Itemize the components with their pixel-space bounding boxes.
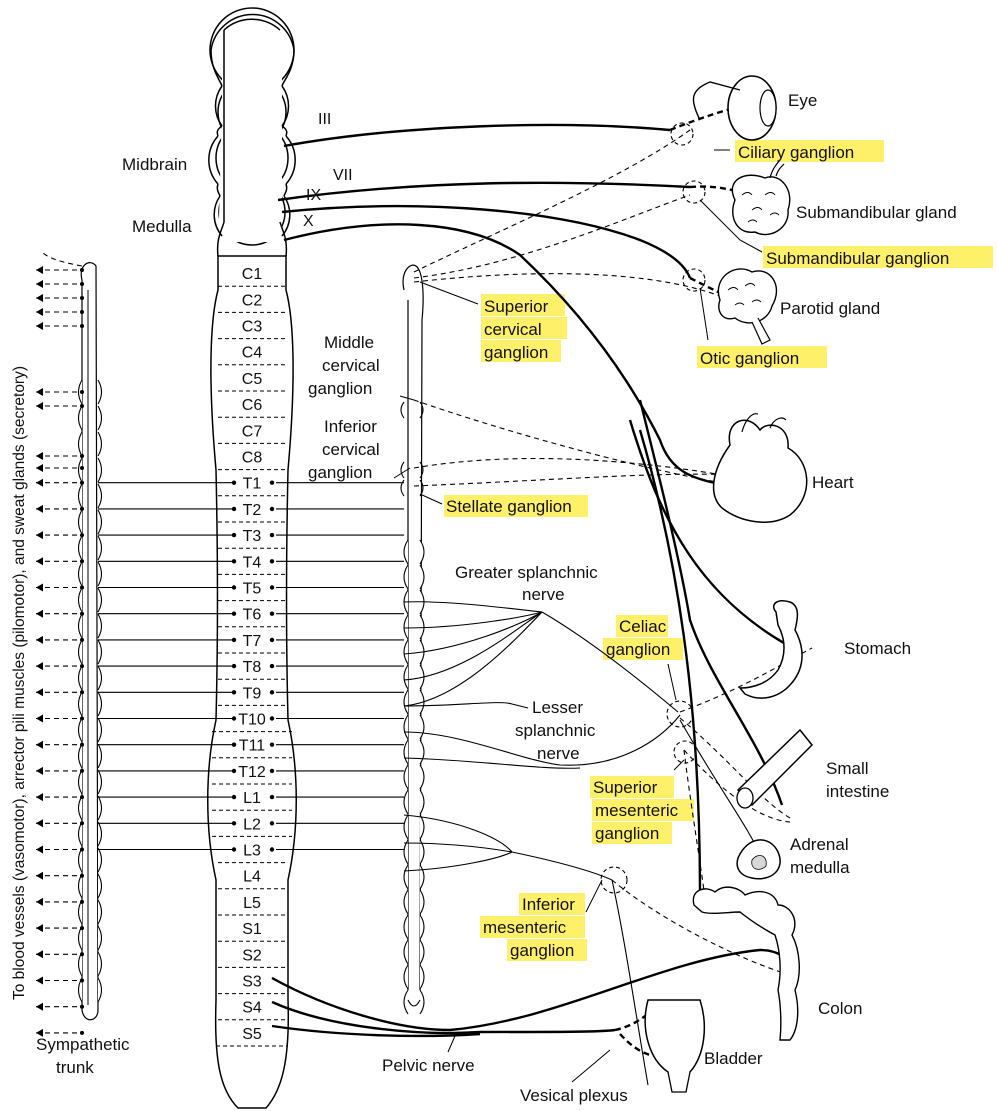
submandibular-gland-organ — [732, 160, 789, 235]
segment-label-t8: T8 — [243, 659, 262, 676]
label-stellate-ganglion: Stellate ganglion — [446, 497, 572, 516]
segment-label-l1: L1 — [243, 790, 261, 807]
label-superior-mesenteric-3: ganglion — [595, 824, 659, 843]
adrenal-medulla-organ — [737, 840, 780, 879]
small-intestine-organ — [737, 730, 812, 808]
label-superior-mesenteric-2: mesenteric — [595, 801, 679, 820]
segment-label-s3: S3 — [242, 974, 262, 991]
label-nerve-ix: IX — [306, 187, 321, 204]
segment-label-s2: S2 — [242, 947, 262, 964]
label-superior-mesenteric-1: Superior — [593, 778, 658, 797]
label-vesical-plexus: Vesical plexus — [520, 1086, 628, 1105]
label-lesser-splanchnic-2: splanchnic — [515, 721, 596, 740]
label-adrenal-2: medulla — [790, 858, 850, 877]
label-sympathetic-trunk-1: Sympathetic — [36, 1035, 130, 1054]
segment-label-c7: C7 — [242, 423, 263, 440]
segment-label-t4: T4 — [243, 554, 262, 571]
colon-organ — [693, 887, 799, 1040]
label-superior-cervical-3: ganglion — [484, 343, 548, 362]
label-lesser-splanchnic-3: nerve — [537, 744, 580, 763]
segment-label-c8: C8 — [242, 450, 263, 467]
label-parotid-gland: Parotid gland — [780, 299, 880, 318]
leader-lines — [394, 150, 762, 912]
sympathetic-chain-right — [401, 265, 424, 1014]
segment-label-s1: S1 — [242, 921, 262, 938]
label-inferior-mesenteric-3: ganglion — [510, 941, 574, 960]
segment-label-t3: T3 — [243, 528, 262, 545]
labels: Midbrain Medulla III VII IX X Eye Ciliar… — [11, 91, 957, 1105]
segment-label-c6: C6 — [242, 397, 263, 414]
segment-label-s4: S4 — [242, 1000, 262, 1017]
segment-label-t6: T6 — [243, 607, 262, 624]
label-eye: Eye — [788, 91, 817, 110]
label-side-caption: To blood vessels (vasomotor), arrector p… — [11, 366, 28, 1000]
segment-label-t2: T2 — [243, 502, 262, 519]
segment-label-l2: L2 — [243, 816, 261, 833]
segment-label-t5: T5 — [243, 581, 262, 598]
label-inferior-cervical-1: Inferior — [324, 417, 377, 436]
heart-organ — [714, 414, 807, 523]
label-sympathetic-trunk-2: trunk — [56, 1058, 94, 1077]
label-small-intestine-2: intestine — [826, 782, 889, 801]
label-inferior-cervical-2: cervical — [322, 440, 380, 459]
label-adrenal-1: Adrenal — [790, 835, 849, 854]
stomach-organ — [740, 601, 802, 698]
segment-label-t12: T12 — [238, 764, 266, 781]
label-greater-splanchnic-1: Greater splanchnic — [455, 563, 598, 582]
segment-label-c2: C2 — [242, 292, 263, 309]
label-middle-cervical-1: Middle — [324, 333, 374, 352]
label-inferior-cervical-3: ganglion — [308, 463, 372, 482]
submandibular-ganglion-marker — [683, 181, 705, 203]
bladder-organ — [645, 1000, 704, 1092]
celiac-ganglion-marker — [667, 701, 693, 727]
label-superior-cervical-2: cervical — [484, 320, 542, 339]
label-lesser-splanchnic-1: Lesser — [532, 698, 583, 717]
label-medulla: Medulla — [132, 217, 192, 236]
eye-organ — [693, 76, 776, 140]
label-otic-ganglion: Otic ganglion — [700, 349, 799, 368]
segment-label-s5: S5 — [242, 1026, 262, 1043]
segment-label-t10: T10 — [238, 712, 266, 729]
label-greater-splanchnic-2: nerve — [522, 585, 565, 604]
label-superior-cervical-1: Superior — [484, 297, 549, 316]
label-middle-cervical-3: ganglion — [308, 379, 372, 398]
segment-label-l3: L3 — [243, 843, 261, 860]
segment-label-t1: T1 — [243, 476, 262, 493]
label-colon: Colon — [818, 999, 862, 1018]
label-middle-cervical-2: cervical — [322, 356, 380, 375]
label-nerve-vii: VII — [333, 167, 353, 184]
label-stomach: Stomach — [844, 639, 911, 658]
trunk-connections — [36, 252, 236, 1037]
segment-label-c1: C1 — [242, 266, 263, 283]
segment-label-c5: C5 — [242, 371, 263, 388]
label-midbrain: Midbrain — [122, 155, 187, 174]
label-nerve-x: X — [303, 213, 314, 230]
label-inferior-mesenteric-1: Inferior — [522, 895, 575, 914]
label-heart: Heart — [812, 473, 854, 492]
label-ciliary-ganglion: Ciliary ganglion — [738, 143, 854, 162]
label-inferior-mesenteric-2: mesenteric — [483, 918, 567, 937]
label-nerve-iii: III — [318, 111, 331, 128]
segment-label-t9: T9 — [243, 685, 262, 702]
label-celiac-2: ganglion — [606, 640, 670, 659]
label-small-intestine-1: Small — [826, 759, 869, 778]
segment-label-l4: L4 — [243, 869, 261, 886]
parotid-gland-organ — [718, 269, 776, 344]
segment-label-c4: C4 — [242, 345, 263, 362]
label-pelvic-nerve: Pelvic nerve — [382, 1056, 475, 1075]
label-bladder: Bladder — [704, 1049, 763, 1068]
segment-label-t7: T7 — [243, 633, 262, 650]
label-celiac-1: Celiac — [619, 617, 667, 636]
segment-label-c3: C3 — [242, 319, 263, 336]
label-submandibular-ganglion: Submandibular ganglion — [766, 249, 949, 268]
segment-label-t11: T11 — [239, 738, 265, 755]
segment-label-l5: L5 — [243, 895, 261, 912]
label-submandibular-gland: Submandibular gland — [796, 203, 957, 222]
